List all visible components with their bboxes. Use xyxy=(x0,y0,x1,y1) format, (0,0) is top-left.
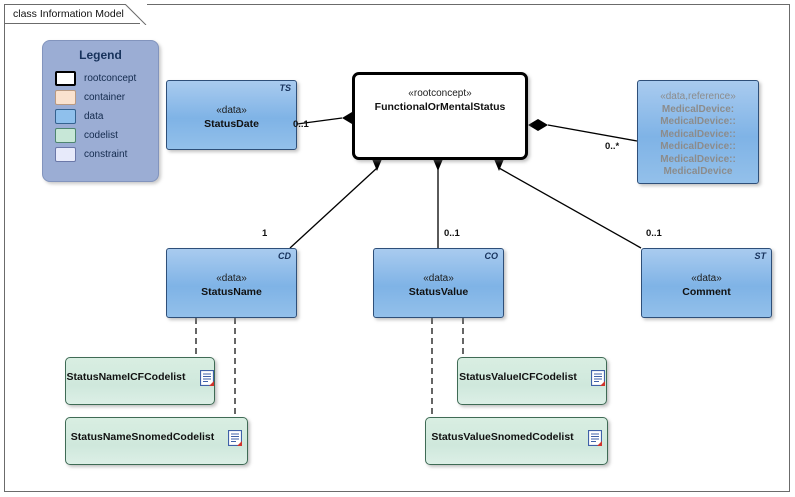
class-node-medicaldevice[interactable]: «data,reference» MedicalDevice: MedicalD… xyxy=(637,80,759,184)
legend-item-constraint: constraint xyxy=(55,145,158,164)
class-node-statusdate[interactable]: TS «data» StatusDate xyxy=(166,80,297,150)
legend-title: Legend xyxy=(79,48,122,62)
statusname-stereotype: «data» xyxy=(216,273,247,285)
legend-label-rootconcept: rootconcept xyxy=(84,73,137,84)
statusdate-type-tag: TS xyxy=(279,83,291,93)
root-stereotype: «rootconcept» xyxy=(408,88,472,99)
statusnamesnomed-label: StatusNameSnomedCodelist xyxy=(70,431,215,444)
note-document-icon xyxy=(587,430,602,446)
data-swatch-icon xyxy=(55,109,76,124)
legend-label-container: container xyxy=(84,92,126,103)
multiplicity-statusname: 1 xyxy=(262,228,268,239)
multiplicity-statusvalue: 0..1 xyxy=(444,228,460,239)
class-node-functionalormentalstatus[interactable]: «rootconcept» FunctionalOrMentalStatus xyxy=(352,72,528,160)
container-swatch-icon xyxy=(55,90,76,105)
statusname-type-tag: CD xyxy=(278,251,291,261)
multiplicity-comment: 0..1 xyxy=(646,228,662,239)
statusnameicf-label: StatusNameICFCodelist xyxy=(66,371,186,384)
statusvalue-stereotype: «data» xyxy=(423,273,454,285)
statusvaluesnomed-label: StatusValueSnomedCodelist xyxy=(431,431,574,444)
class-node-statusvalue[interactable]: CO «data» StatusValue xyxy=(373,248,504,318)
medicaldevice-line-1: MedicalDevice: xyxy=(661,103,735,115)
legend-label-codelist: codelist xyxy=(84,130,118,141)
root-class-name: FunctionalOrMentalStatus xyxy=(374,100,506,113)
class-node-comment[interactable]: ST «data» Comment xyxy=(641,248,772,318)
statusvalue-type-tag: CO xyxy=(484,251,499,261)
multiplicity-medicaldevice: 0..* xyxy=(605,141,620,152)
legend-item-data: data xyxy=(55,107,158,126)
codelist-node-statusvalueicfcodelist[interactable]: StatusValueICFCodelist xyxy=(457,357,607,405)
statusdate-stereotype: «data» xyxy=(216,105,247,117)
medicaldevice-line-2: MedicalDevice:: xyxy=(660,116,736,127)
medicaldevice-line-4: MedicalDevice:: xyxy=(660,141,736,152)
legend-item-codelist: codelist xyxy=(55,126,158,145)
note-document-icon xyxy=(590,370,605,386)
class-node-statusname[interactable]: CD «data» StatusName xyxy=(166,248,297,318)
codelist-node-statusnamesnomedcodelist[interactable]: StatusNameSnomedCodelist xyxy=(65,417,248,465)
legend-item-container: container xyxy=(55,88,158,107)
codelist-node-statusnameicfcodelist[interactable]: StatusNameICFCodelist xyxy=(65,357,215,405)
diagram-title-tab: class Information Model xyxy=(4,4,140,24)
multiplicity-statusdate: 0..1 xyxy=(293,119,309,130)
codelist-swatch-icon xyxy=(55,128,76,143)
statusvalue-class-name: StatusValue xyxy=(408,285,469,298)
medicaldevice-line-5: MedicalDevice:: xyxy=(660,153,736,165)
legend-rows: rootconcept container data codelist cons… xyxy=(43,69,158,164)
diagram-title: class Information Model xyxy=(13,8,124,20)
legend-item-rootconcept: rootconcept xyxy=(55,69,158,88)
note-document-icon xyxy=(228,430,243,446)
statusname-class-name: StatusName xyxy=(201,285,262,298)
statusdate-class-name: StatusDate xyxy=(204,117,259,130)
legend-label-constraint: constraint xyxy=(84,149,128,160)
legend-label-data: data xyxy=(84,111,104,122)
note-document-icon xyxy=(199,370,214,386)
medicaldevice-stereotype: «data,reference» xyxy=(660,91,736,102)
legend-panel: Legend rootconcept container data codeli… xyxy=(42,40,159,182)
medicaldevice-line-3: MedicalDevice:: xyxy=(660,128,736,140)
comment-type-tag: ST xyxy=(754,251,766,261)
comment-class-name: Comment xyxy=(682,285,731,298)
medicaldevice-line-6: MedicalDevice xyxy=(663,166,733,177)
comment-stereotype: «data» xyxy=(691,273,722,285)
codelist-node-statusvaluesnomedcodelist[interactable]: StatusValueSnomedCodelist xyxy=(425,417,608,465)
constraint-swatch-icon xyxy=(55,147,76,162)
rootconcept-swatch-icon xyxy=(55,71,76,86)
statusvalueicf-label: StatusValueICFCodelist xyxy=(459,371,577,384)
